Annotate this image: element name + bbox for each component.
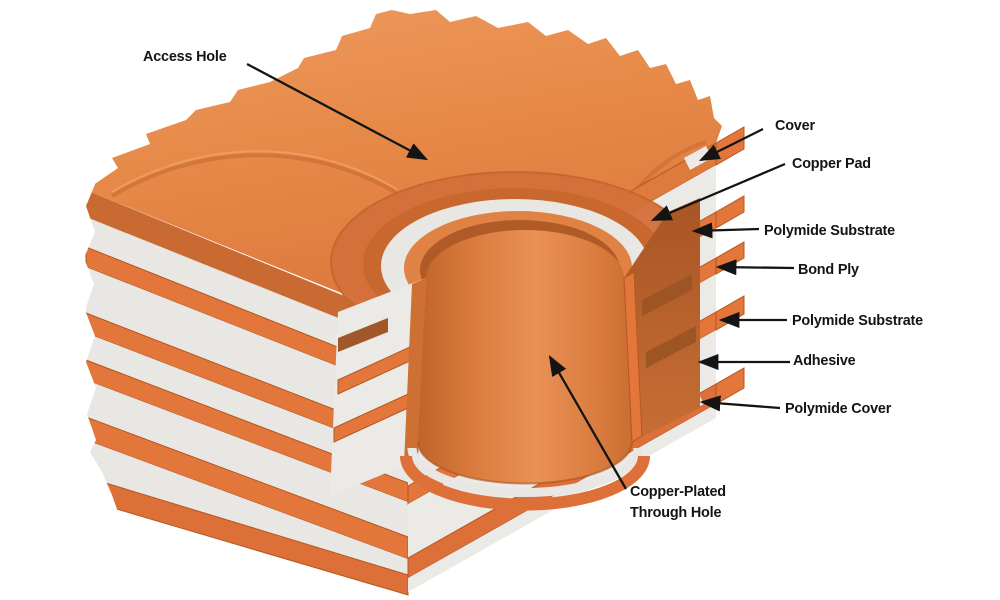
barrel-bottom-edge [417,441,633,485]
inner-wall-copper-trace [646,326,696,368]
barrel-interior [418,230,632,484]
right-cut-wall [623,198,700,443]
cover-arrow [698,127,764,162]
top-face-ridge-right [634,140,707,192]
cover-side-layer [86,190,408,346]
top-face-ridge-highlight [111,150,399,193]
barrel-plating-right [623,271,643,443]
polymide-cover-arrow [699,395,781,412]
label-copper-plated-through-hole: Copper-Plated Through Hole [630,483,726,521]
substrate-layer [86,267,408,438]
label-cover: Cover [775,117,815,134]
through-hole-arrow [548,355,627,490]
left-cut-wall [330,278,426,496]
cut-face-copper-trace [338,318,388,352]
label-polymide-cover: Polymide Cover [785,400,892,417]
copper-edge-tab [715,295,745,331]
polymide-substrate-top-arrow [691,222,760,239]
torn-edge-left [40,182,118,512]
bond-ply-arrow [715,259,795,276]
pcb-top-face [86,10,722,320]
copper-edge-tab [715,241,745,275]
inner-wall [624,198,700,442]
access-hole-arrow [246,62,429,161]
copper-edge-tab [715,367,745,405]
substrate-layer [86,440,408,575]
substrate-layer [86,333,408,483]
barrel-bottom-rim [400,455,650,511]
label-copper-pad: Copper Pad [792,155,871,172]
label-access-hole: Access Hole [143,48,227,65]
inner-wall-copper-trace [642,274,692,316]
label-polymide-substrate-top: Polymide Substrate [764,222,895,239]
through-hole-barrel [400,230,650,511]
label-bond-ply: Bond Ply [798,261,859,278]
torn-edge-right [724,130,810,440]
copper-edge-tab [715,195,745,229]
pcb-left-face-layers [40,182,409,596]
label-polymide-substrate-inner: Polymide Substrate [792,312,923,329]
barrel-plating-left [404,278,426,464]
top-face-ridge [110,153,400,198]
barrel-bottom-white-ring [407,447,643,498]
leader-arrows [246,62,795,490]
substrate-layer [86,380,408,537]
copper-pad-arrow [650,162,786,222]
substrate-layer [86,217,408,375]
top-face-surface [86,10,722,320]
label-adhesive: Adhesive [793,352,856,369]
